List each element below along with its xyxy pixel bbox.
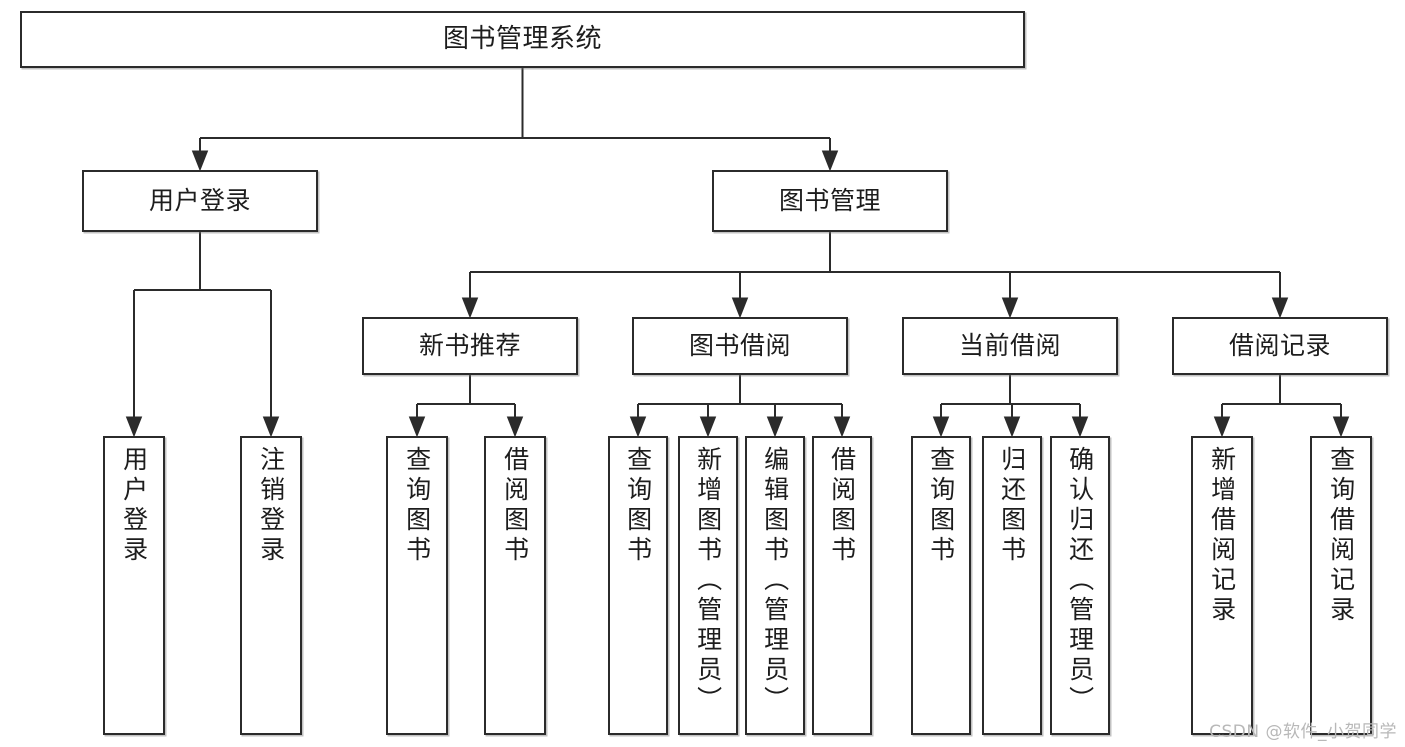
- arrow-head-icon: [191, 150, 209, 172]
- node-label: 注销登录: [256, 446, 286, 566]
- node-label: 借阅图书: [500, 446, 530, 566]
- node-leaf-edit-book[interactable]: 编辑图书（管理员）: [745, 436, 805, 735]
- arrow-head-icon: [1003, 416, 1021, 438]
- node-label: 图书管理系统: [442, 24, 602, 55]
- arrow-head-icon: [461, 297, 479, 319]
- arrow-head-icon: [1332, 416, 1350, 438]
- node-leaf-query-book-bb[interactable]: 查询图书: [608, 436, 668, 735]
- node-label: 查询图书: [926, 446, 956, 566]
- arrow-head-icon: [731, 297, 749, 319]
- node-label: 查询图书: [623, 446, 653, 566]
- node-label: 确认归还（管理员）: [1065, 446, 1095, 716]
- node-new-book-rec[interactable]: 新书推荐: [362, 317, 578, 375]
- arrow-head-icon: [125, 416, 143, 438]
- arrow-head-icon: [833, 416, 851, 438]
- node-leaf-borrow-book-rec[interactable]: 借阅图书: [484, 436, 546, 735]
- arrow-head-icon: [1213, 416, 1231, 438]
- node-label: 当前借阅: [958, 331, 1061, 361]
- node-book-borrow[interactable]: 图书借阅: [632, 317, 848, 375]
- node-label: 用户登录: [119, 446, 149, 566]
- node-leaf-add-record[interactable]: 新增借阅记录: [1191, 436, 1253, 735]
- node-label: 用户登录: [148, 186, 251, 216]
- node-leaf-query-book-cb[interactable]: 查询图书: [911, 436, 971, 735]
- node-label: 新书推荐: [418, 331, 521, 361]
- node-label: 查询图书: [402, 446, 432, 566]
- node-current-borrow[interactable]: 当前借阅: [902, 317, 1118, 375]
- node-leaf-add-book[interactable]: 新增图书（管理员）: [678, 436, 738, 735]
- arrow-head-icon: [821, 150, 839, 172]
- node-leaf-return-book[interactable]: 归还图书: [982, 436, 1042, 735]
- node-borrow-record[interactable]: 借阅记录: [1172, 317, 1388, 375]
- node-label: 查询借阅记录: [1326, 446, 1356, 626]
- arrow-head-icon: [262, 416, 280, 438]
- node-label: 新增借阅记录: [1207, 446, 1237, 626]
- node-label: 归还图书: [997, 446, 1027, 566]
- node-leaf-user-login[interactable]: 用户登录: [103, 436, 165, 735]
- node-label: 图书管理: [778, 186, 881, 216]
- node-leaf-query-record[interactable]: 查询借阅记录: [1310, 436, 1372, 735]
- node-label: 编辑图书（管理员）: [760, 446, 790, 716]
- arrow-head-icon: [629, 416, 647, 438]
- node-leaf-borrow-book-bb[interactable]: 借阅图书: [812, 436, 872, 735]
- node-leaf-confirm-return[interactable]: 确认归还（管理员）: [1050, 436, 1110, 735]
- node-leaf-query-book-rec[interactable]: 查询图书: [386, 436, 448, 735]
- node-label: 借阅记录: [1228, 331, 1331, 361]
- arrow-head-icon: [1001, 297, 1019, 319]
- arrow-head-icon: [1271, 297, 1289, 319]
- arrow-head-icon: [932, 416, 950, 438]
- node-label: 借阅图书: [827, 446, 857, 566]
- arrow-head-icon: [766, 416, 784, 438]
- arrow-head-icon: [408, 416, 426, 438]
- node-book-manage[interactable]: 图书管理: [712, 170, 948, 232]
- arrow-head-icon: [699, 416, 717, 438]
- node-label: 图书借阅: [688, 331, 791, 361]
- node-leaf-logout[interactable]: 注销登录: [240, 436, 302, 735]
- arrow-head-icon: [1071, 416, 1089, 438]
- node-label: 新增图书（管理员）: [693, 446, 723, 716]
- node-root[interactable]: 图书管理系统: [20, 11, 1025, 68]
- watermark: CSDN @软件_小贺同学: [1209, 722, 1397, 742]
- node-user-login[interactable]: 用户登录: [82, 170, 318, 232]
- arrow-head-icon: [506, 416, 524, 438]
